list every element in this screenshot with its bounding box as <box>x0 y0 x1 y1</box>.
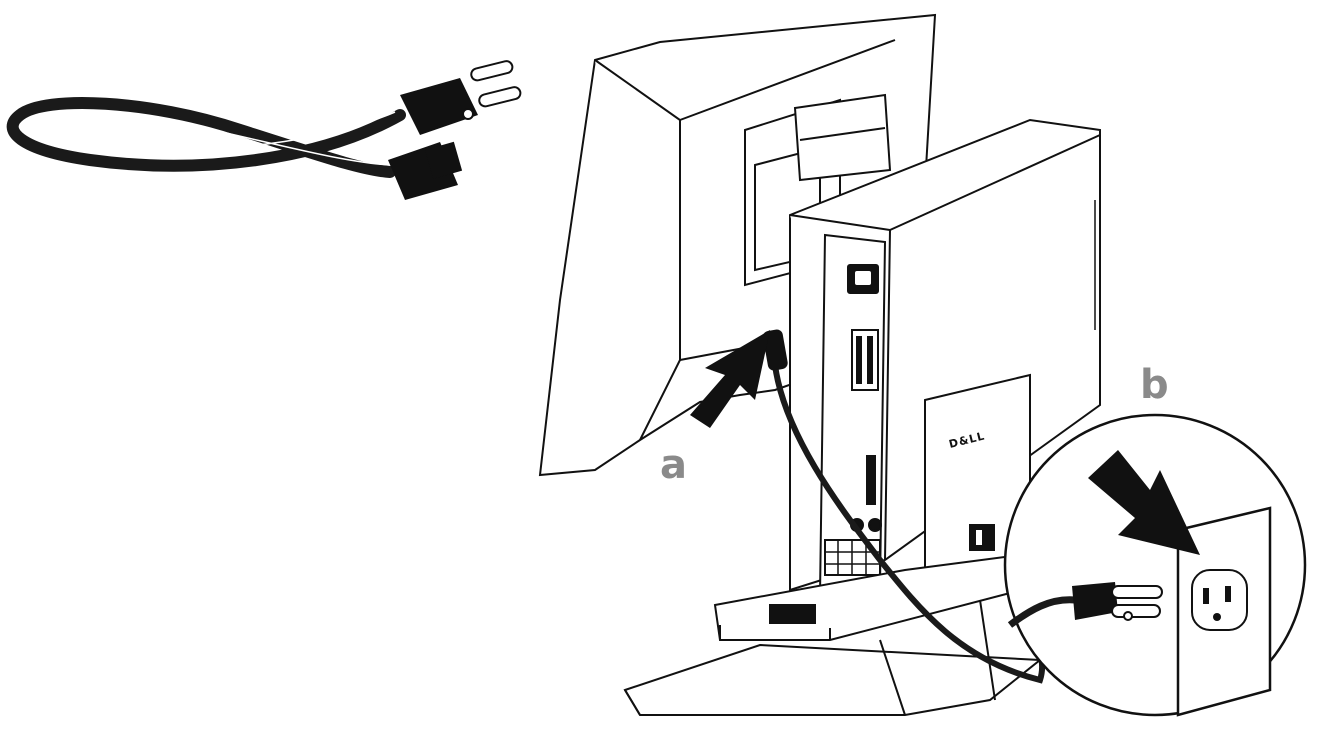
arrow-a <box>690 330 770 428</box>
power-cord-icon <box>6 60 522 200</box>
wall-outlet-callout <box>1003 413 1307 717</box>
step-label-a: a <box>660 442 687 488</box>
arrow-icon <box>690 330 770 428</box>
step-label-b: b <box>1140 362 1169 408</box>
arrow-icon <box>1088 450 1200 555</box>
connector-icon <box>388 141 463 200</box>
wall-outlet-icon <box>1176 506 1272 717</box>
stand: D&LL <box>623 373 1063 716</box>
plug-icon <box>400 60 522 135</box>
